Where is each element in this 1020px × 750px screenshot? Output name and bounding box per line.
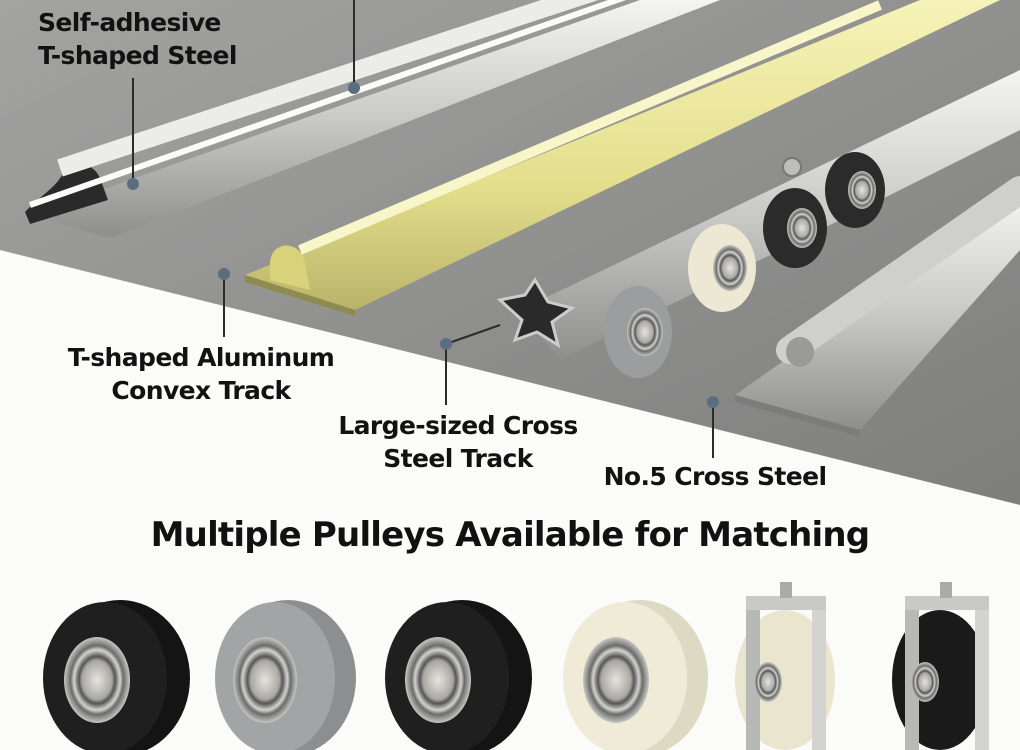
pulley-black-bracket bbox=[892, 582, 989, 750]
track-pulley bbox=[763, 188, 827, 268]
pulley-lineup bbox=[43, 582, 989, 750]
self-adhesive-t-steel-track bbox=[25, 0, 720, 238]
callout-dots bbox=[127, 82, 719, 408]
label-line: Large-sized Cross bbox=[338, 411, 578, 440]
label-self-adhesive-t-steel: Self-adhesive T-shaped Steel bbox=[38, 6, 237, 72]
pulley-cream-bracket bbox=[735, 582, 835, 750]
label-large-cross-steel-track: Large-sized Cross Steel Track bbox=[332, 409, 584, 475]
label-no5-cross-steel: No.5 Cross Steel bbox=[600, 460, 830, 493]
no5-cross-steel-track bbox=[735, 176, 1020, 437]
track-pulley bbox=[825, 152, 885, 228]
section-heading: Multiple Pulleys Available for Matching bbox=[150, 515, 871, 555]
label-line: T-shaped Aluminum bbox=[67, 343, 335, 372]
label-aluminum-convex-track: T-shaped Aluminum Convex Track bbox=[56, 341, 346, 407]
pulley-black-2 bbox=[385, 600, 532, 750]
track-pulley bbox=[688, 224, 756, 312]
label-line: Convex Track bbox=[111, 376, 291, 405]
label-line: No.5 Cross Steel bbox=[603, 462, 827, 491]
track-pulley bbox=[604, 286, 672, 378]
pulley-black-1 bbox=[43, 600, 190, 750]
pulley-cream bbox=[563, 600, 708, 750]
label-line: Steel Track bbox=[383, 444, 533, 473]
pulley-grey bbox=[215, 600, 356, 750]
label-line: T-shaped Steel bbox=[38, 41, 237, 70]
t-shaped-aluminum-convex-track bbox=[245, 0, 1000, 316]
label-line: Self-adhesive bbox=[38, 8, 221, 37]
callout-lines bbox=[132, 0, 714, 458]
large-cross-steel-track bbox=[496, 70, 1020, 378]
